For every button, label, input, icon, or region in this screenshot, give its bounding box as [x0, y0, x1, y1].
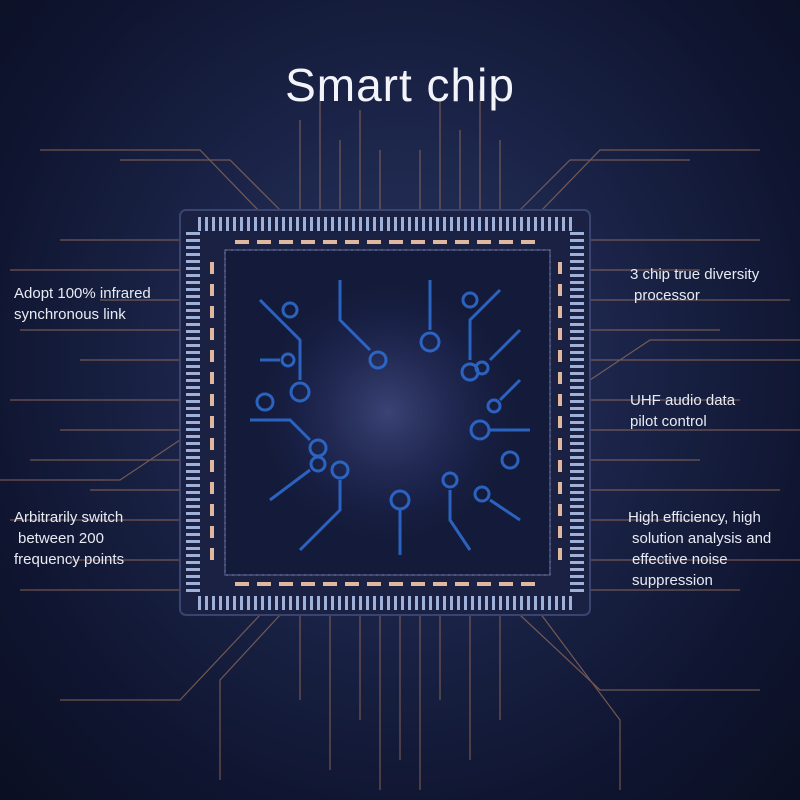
feature-line: pilot control — [630, 413, 707, 430]
feature-diversity-processor: 3 chip true diversity processor — [630, 264, 759, 306]
feature-noise-suppression: High efficiency, high solution analysis … — [628, 507, 771, 591]
feature-line: solution analysis and — [632, 530, 772, 547]
circuit-traces — [0, 90, 800, 790]
feature-line: synchronous link — [14, 306, 126, 323]
feature-line: UHF audio data — [630, 392, 736, 409]
chip-pins — [186, 217, 584, 610]
chip-pads — [210, 240, 562, 586]
feature-line: Arbitrarily switch — [14, 509, 124, 526]
feature-infrared-link: Adopt 100% infrared synchronous link — [14, 283, 151, 325]
feature-line: effective noise — [632, 551, 728, 568]
feature-frequency-switch: Arbitrarily switch between 200 frequency… — [14, 507, 124, 570]
feature-line: between 200 — [18, 530, 104, 547]
die-circuit-pattern — [250, 280, 530, 555]
feature-line: processor — [634, 287, 700, 304]
feature-line: High efficiency, high — [628, 509, 761, 526]
page-title: Smart chip — [285, 59, 515, 111]
feature-uhf-audio: UHF audio data pilot control — [630, 390, 735, 432]
feature-line: 3 chip true diversity — [630, 266, 760, 283]
feature-line: Adopt 100% infrared — [14, 285, 151, 302]
feature-line: frequency points — [14, 551, 125, 568]
feature-line: suppression — [632, 572, 713, 589]
